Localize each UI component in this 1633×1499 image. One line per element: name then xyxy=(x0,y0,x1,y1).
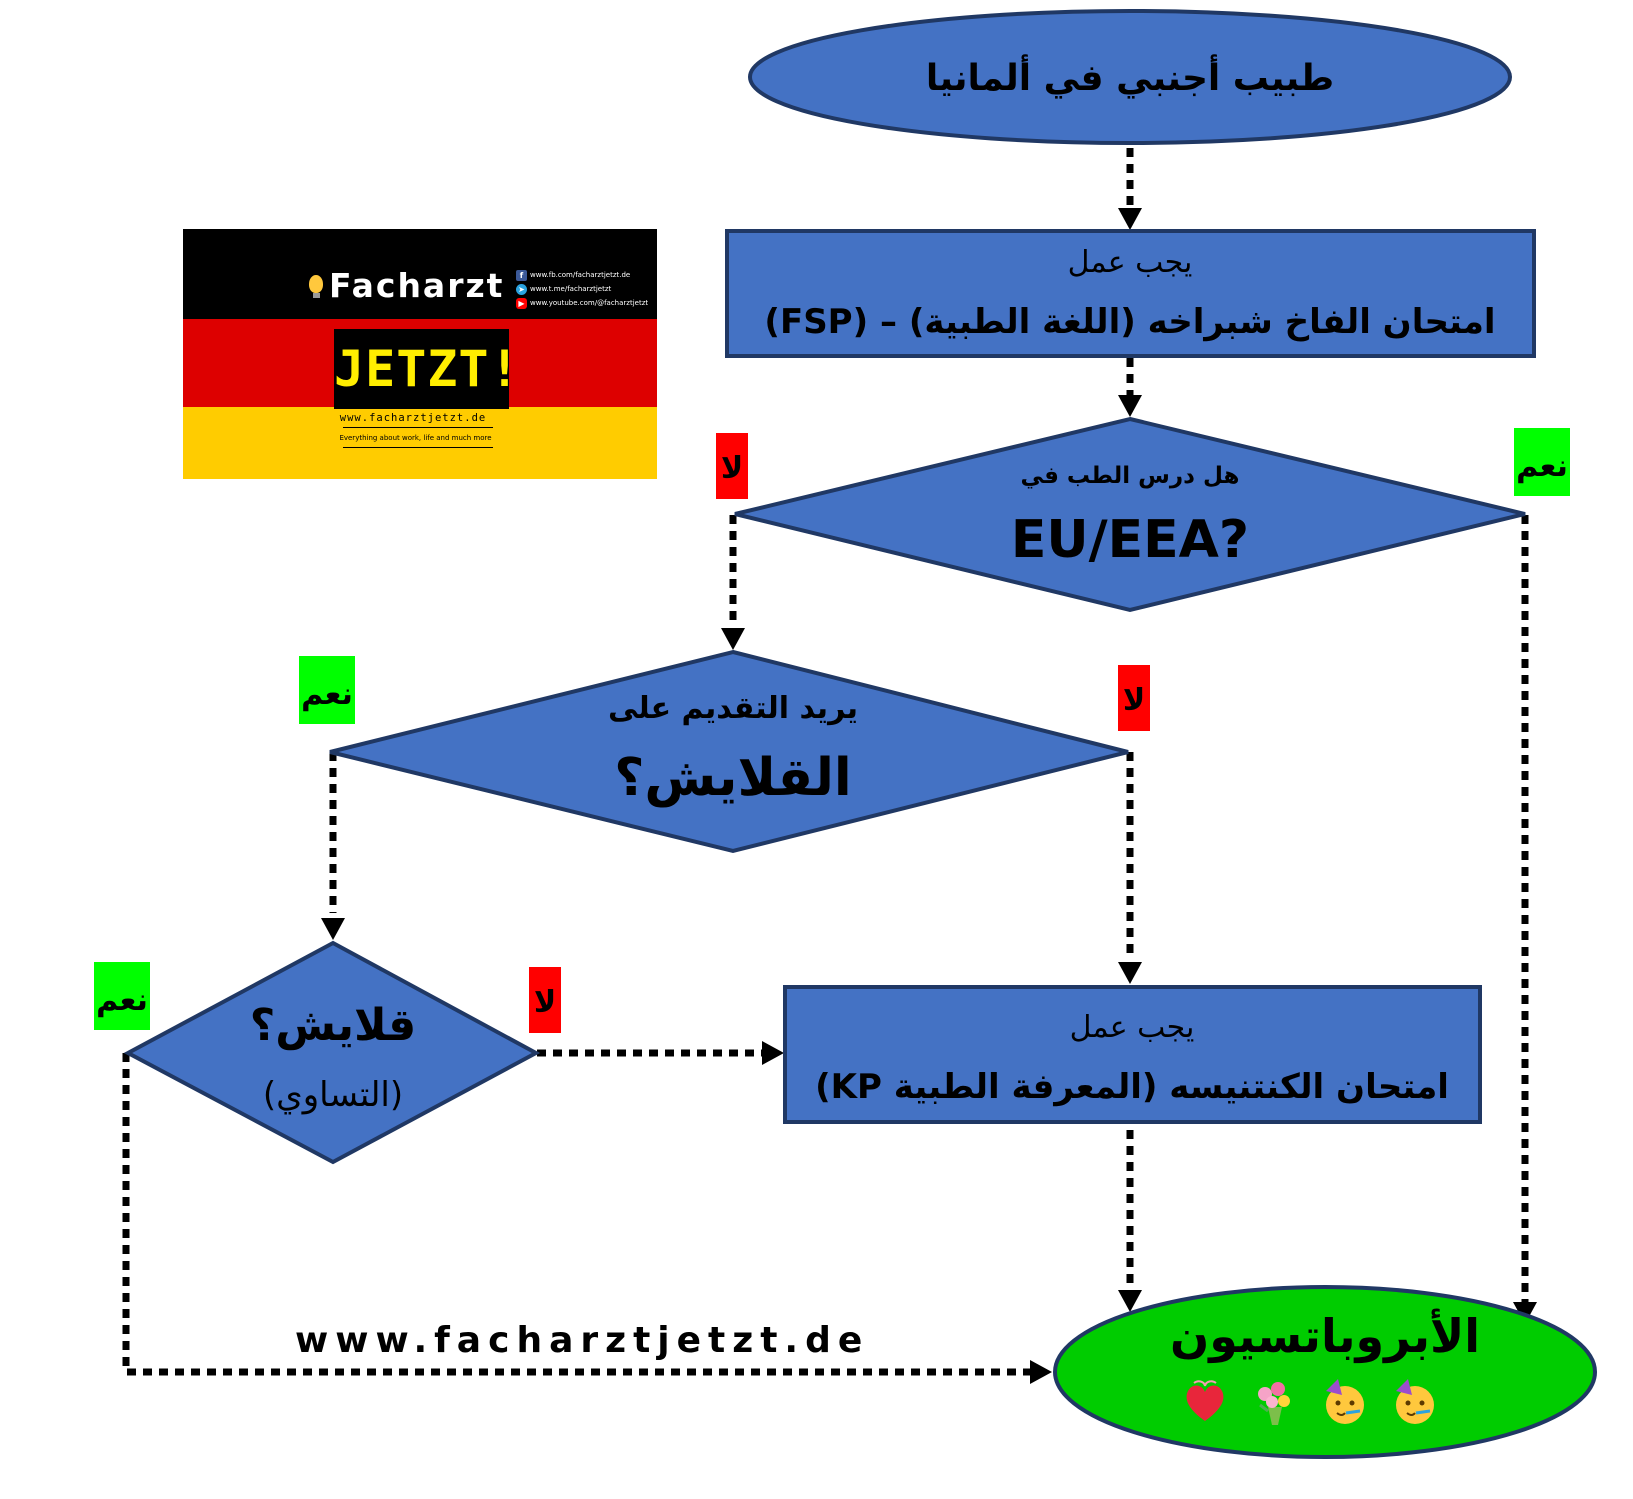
logo-slogan: Everything about work, life and much mor… xyxy=(339,434,492,442)
start-node xyxy=(748,9,1512,145)
fsp-line2: امتحان الفاخ شبراخه (اللغة الطبية) – (FS… xyxy=(764,302,1495,342)
kp-line1: يجب عمل xyxy=(1070,1010,1195,1045)
end-node-label: الأبروباتسيون xyxy=(1170,1308,1480,1363)
logo-brand: Facharzt xyxy=(329,266,505,305)
tag-apply-no: لا xyxy=(1118,665,1150,731)
tag-equivalence-no: لا xyxy=(529,967,561,1033)
fsp-box xyxy=(725,229,1536,358)
kp-line2: امتحان الكنتنيسه (المعرفة الطبية KP) xyxy=(815,1067,1449,1107)
kp-box xyxy=(783,985,1482,1124)
logo-badge: JETZT! xyxy=(334,329,520,409)
logo-divider xyxy=(343,427,493,428)
telegram-icon: ➤ xyxy=(516,283,527,295)
tag-eu-no: لا xyxy=(716,433,748,499)
svg-text:نعم: نعم xyxy=(96,983,148,1018)
flag-band-black xyxy=(183,229,657,319)
party-face-icon xyxy=(1320,1377,1370,1427)
logo-divider xyxy=(343,447,493,448)
heart-icon xyxy=(1180,1377,1230,1427)
svg-text:لا: لا xyxy=(534,985,556,1020)
eu-decision-line1: هل درس الطب في xyxy=(1021,463,1240,489)
equivalence-decision-line1: قلايش؟ xyxy=(250,1000,416,1051)
facebook-icon: f xyxy=(516,269,527,281)
lightbulb-icon xyxy=(309,275,323,293)
svg-text:لا: لا xyxy=(721,451,743,486)
bouquet-icon xyxy=(1248,1377,1298,1427)
tag-eu-yes: نعم xyxy=(1514,428,1570,496)
social-telegram[interactable]: ➤www.t.me/facharztjetzt xyxy=(516,283,656,295)
eu-decision-node xyxy=(734,416,1526,613)
tag-equivalence-yes: نعم xyxy=(94,962,150,1030)
tag-apply-yes: نعم xyxy=(299,656,355,724)
svg-text:لا: لا xyxy=(1123,683,1145,718)
equivalence-decision-node xyxy=(123,940,541,1165)
party-face-icon xyxy=(1390,1377,1440,1427)
svg-text:نعم: نعم xyxy=(301,677,353,712)
social-youtube[interactable]: ▶www.youtube.com/@facharztjetzt xyxy=(516,297,656,309)
flag-band-gold xyxy=(183,407,657,479)
youtube-icon: ▶ xyxy=(516,297,527,309)
svg-text:نعم: نعم xyxy=(1516,449,1568,484)
apply-decision-line1: يريد التقديم على xyxy=(608,691,858,726)
end-node xyxy=(1053,1285,1597,1459)
fsp-line1: يجب عمل xyxy=(1068,245,1193,280)
lightbulb-base xyxy=(313,293,320,298)
eu-decision-line2: EU/EEA? xyxy=(1011,510,1249,570)
logo-website[interactable]: www.facharztjetzt.de xyxy=(339,412,487,424)
equivalence-decision-line2: (التساوي) xyxy=(263,1075,403,1115)
apply-decision-node xyxy=(329,649,1129,854)
footer-url[interactable]: www.facharztjetzt.de xyxy=(295,1320,870,1361)
start-node-label: طبيب أجنبي في ألمانيا xyxy=(926,54,1334,99)
apply-decision-line2: القلايش؟ xyxy=(614,748,851,808)
